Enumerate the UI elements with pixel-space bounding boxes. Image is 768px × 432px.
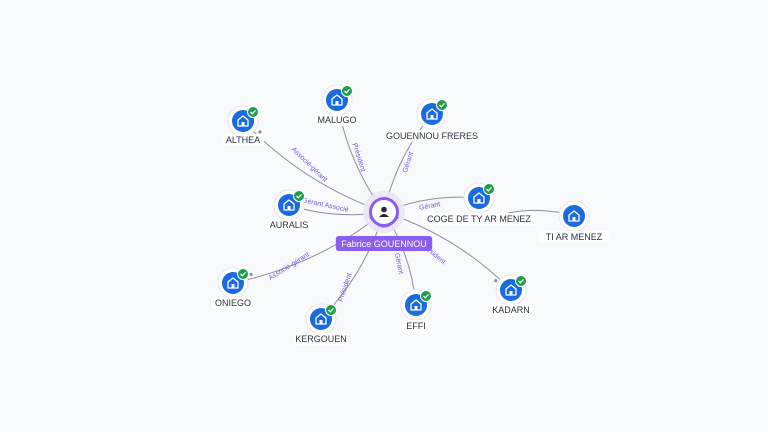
edge-arrow [249, 272, 253, 277]
verified-check-icon [341, 85, 353, 97]
verified-check-icon [293, 190, 305, 202]
verified-check-icon [247, 106, 259, 118]
company-name: KADARN [492, 305, 530, 315]
company-name: GOUENNOU FRERES [386, 131, 478, 141]
person-icon [379, 206, 389, 217]
company-node-gouennou[interactable]: GOUENNOU FRERES [386, 98, 478, 142]
edge-arrow [258, 130, 262, 134]
company-building-icon [237, 115, 249, 127]
verified-check-icon [237, 268, 249, 280]
verified-check-icon [436, 99, 448, 111]
company-building-icon [331, 94, 343, 106]
company-node-althea[interactable]: ALTHEA [222, 105, 264, 146]
company-name: TI AR MENEZ [546, 232, 603, 242]
person-node[interactable]: Fabrice GOUENNOU [335, 191, 433, 251]
edge-label-kergouen: Président [338, 272, 354, 302]
company-name: AURALIS [270, 220, 309, 230]
company-node-effi[interactable]: EFFI [400, 289, 432, 332]
person-name: Fabrice GOUENNOU [341, 239, 427, 249]
company-node-oniego[interactable]: ONIEGO [212, 267, 254, 309]
company-name: COGE DE TY AR MENEZ [427, 214, 531, 224]
company-building-icon [568, 210, 580, 222]
company-node-auralis[interactable]: AURALIS [265, 189, 313, 231]
verified-check-icon [325, 304, 337, 316]
edge-label-auralis: Gérant Associé [301, 197, 349, 214]
company-building-icon [473, 192, 485, 204]
company-name: EFFI [406, 321, 426, 331]
company-node-tiarmenez[interactable]: TI AR MENEZ [539, 200, 609, 243]
company-building-icon [283, 199, 295, 211]
edge-label-gouennou: Gérant [402, 151, 415, 174]
company-building-icon [410, 299, 422, 311]
verified-check-icon [515, 275, 527, 287]
company-name: KERGOUEN [295, 334, 347, 344]
company-node-coge[interactable]: COGE DE TY AR MENEZ [421, 182, 537, 225]
company-node-kadarn[interactable]: KADARN [490, 274, 532, 316]
company-node-kergouen[interactable]: KERGOUEN [294, 303, 348, 345]
edge-label-althea: Associé-gérant [290, 146, 328, 184]
company-building-icon [426, 108, 438, 120]
company-name: ALTHEA [226, 135, 260, 145]
edge-label-effi: Gérant [393, 252, 404, 274]
verified-check-icon [420, 290, 432, 302]
verified-check-icon [483, 183, 495, 195]
company-node-malugo[interactable]: MALUGO [316, 84, 358, 126]
edge-label-oniego: Associé-gérant [268, 251, 311, 282]
edge-label-coge: Gérant [419, 201, 441, 212]
company-name: MALUGO [317, 115, 356, 125]
edge-arrow [494, 279, 498, 283]
company-building-icon [315, 313, 327, 325]
company-building-icon [505, 284, 517, 296]
company-building-icon [227, 277, 239, 289]
nodes: ALTHEA MALUGO GOUENNOU FRERES COGE DE TY AR… [212, 84, 609, 345]
company-name: ONIEGO [215, 298, 251, 308]
